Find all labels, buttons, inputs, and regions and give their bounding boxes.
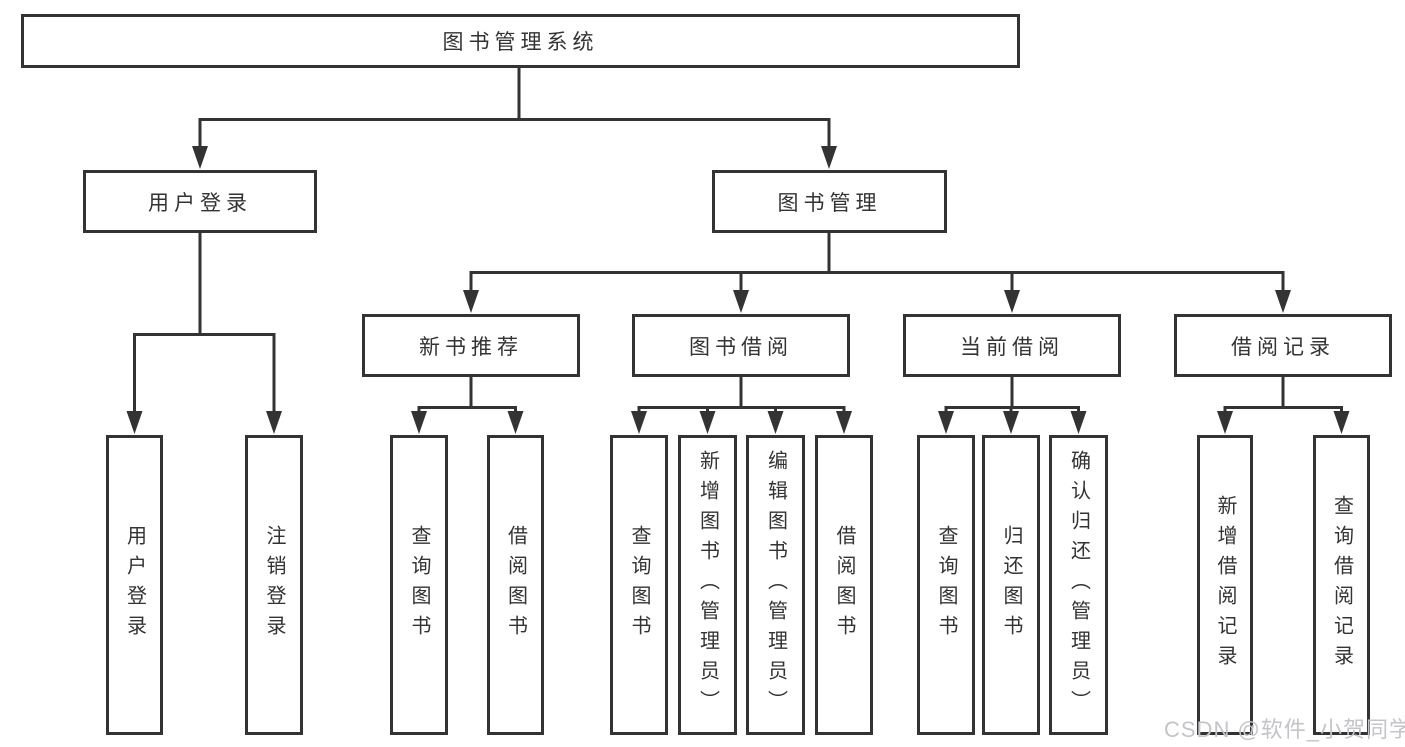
node-borrow-records: 借阅记录 [1174,314,1392,377]
node-label: 注销登录 [263,525,285,645]
arrowhead-icon [1003,411,1019,434]
node-label: 借阅记录 [1231,335,1335,359]
node-label: 新书推荐 [419,335,523,359]
arrowhead-icon [631,411,647,434]
connector-line [133,233,276,418]
node-user-login: 用户登录 [83,170,317,233]
arrowhead-icon [699,411,716,434]
edge-book-mgmt-to-level3 [463,233,1291,313]
leaf-borrow-edit-admin: 编辑图书（管理员） [746,435,805,735]
node-label: 借阅图书 [504,525,527,645]
leaf-user-login: 用户登录 [106,435,163,735]
arrowhead-icon [767,411,784,434]
leaf-logout: 注销登录 [245,435,303,735]
arrowhead-icon [1217,411,1233,434]
leaf-borrow-query: 查询图书 [610,435,668,735]
connector-line [637,377,846,418]
arrowhead-icon [126,411,143,434]
connector-line [469,233,1285,295]
edge-user-login-to-leaves [126,233,282,434]
node-label: 编辑图书（管理员） [764,450,787,720]
arrowhead-icon [192,146,208,169]
leaf-current-query: 查询图书 [917,435,975,735]
edge-current-borrow-to-leaves [938,377,1087,434]
leaf-newbooks-query: 查询图书 [390,435,448,735]
arrowhead-icon [507,411,524,434]
node-root: 图书管理系统 [21,14,1020,68]
arrowhead-icon [1333,411,1350,434]
edge-borrow-records-to-leaves [1217,377,1350,434]
node-label: 新增借阅记录 [1214,495,1236,675]
node-label: 新增图书（管理员） [696,450,719,720]
edge-book-borrow-to-leaves [631,377,852,434]
node-label: 归还图书 [1000,525,1022,645]
node-label: 图书管理系统 [442,31,599,54]
connector-line [1223,377,1343,418]
watermark-text: CSDN @软件_小贺同学 [1164,717,1405,742]
node-label: 查询图书 [628,525,650,645]
connector-line [198,68,831,150]
arrowhead-icon [1275,290,1291,313]
node-label: 确认归还（管理员） [1067,450,1090,720]
arrowhead-icon [821,146,837,169]
node-label: 图书借阅 [689,335,793,359]
arrowhead-icon [938,411,954,434]
node-label: 用户登录 [123,525,146,645]
leaf-current-confirm-admin: 确认归还（管理员） [1049,435,1108,735]
leaf-current-return: 归还图书 [982,435,1040,735]
leaf-borrow-borrow: 借阅图书 [815,435,873,735]
edge-root-to-level2 [192,68,837,169]
arrowhead-icon [266,411,282,434]
leaf-borrow-add-admin: 新增图书（管理员） [678,435,737,735]
node-label: 查询图书 [408,525,430,645]
node-label: 用户登录 [148,191,252,215]
arrowhead-icon [463,290,479,313]
arrowhead-icon [836,411,852,434]
arrowhead-icon [733,290,749,313]
node-label: 图书管理 [777,191,882,215]
leaf-newbooks-borrow: 借阅图书 [487,435,544,735]
arrowhead-icon [1004,290,1020,313]
connector-line [417,377,517,418]
arrowhead-icon [411,411,427,434]
node-new-books: 新书推荐 [362,314,580,377]
node-book-borrow: 图书借阅 [632,314,850,377]
leaf-records-add: 新增借阅记录 [1197,435,1253,735]
node-label: 借阅图书 [833,525,855,645]
node-label: 查询图书 [935,525,957,645]
leaf-records-query: 查询借阅记录 [1313,435,1370,735]
node-book-mgmt: 图书管理 [712,170,947,233]
node-label: 查询借阅记录 [1330,495,1353,675]
arrowhead-icon [1070,411,1087,434]
node-label: 当前借阅 [960,335,1064,359]
node-current-borrow: 当前借阅 [903,314,1121,377]
edge-new-books-to-leaves [411,377,524,434]
